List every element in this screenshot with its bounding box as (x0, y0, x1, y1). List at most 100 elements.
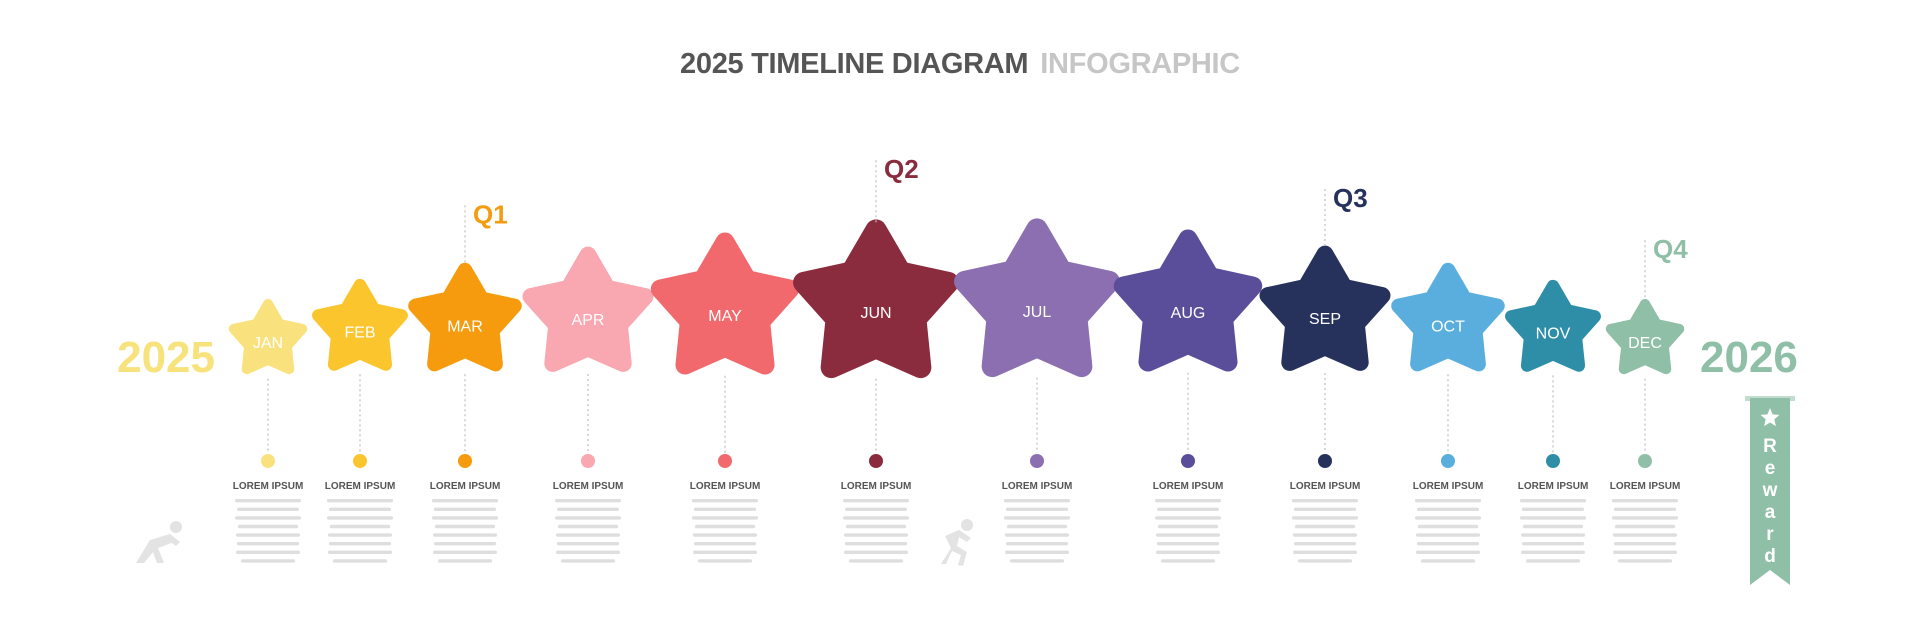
body-text-line (849, 559, 903, 563)
body-text-line (1416, 533, 1480, 537)
body-text-line (1298, 559, 1352, 563)
body-text-line (1006, 507, 1068, 511)
body-text-line (694, 542, 756, 546)
month-label: FEB (344, 325, 375, 342)
body-text-line (1612, 499, 1678, 503)
body-text-line (241, 559, 295, 563)
item-title: LOREM IPSUM (1518, 481, 1589, 492)
body-text-line (1417, 507, 1479, 511)
star-icon (1760, 408, 1780, 427)
body-text-line (1613, 550, 1677, 554)
body-text-line (1005, 533, 1069, 537)
body-text-line (556, 550, 620, 554)
month-star (954, 218, 1120, 378)
body-text-line (845, 542, 907, 546)
body-text-line (1006, 542, 1068, 546)
item-title: LOREM IPSUM (1290, 481, 1361, 492)
item-title: LOREM IPSUM (841, 481, 912, 492)
month-star (1259, 245, 1391, 371)
month-label: JUN (860, 305, 891, 322)
month-label: JAN (253, 335, 283, 352)
reward-letter: w (1762, 480, 1778, 501)
quarter-label: Q1 (473, 199, 508, 229)
body-text-line (1004, 516, 1070, 520)
year-end: 2026 (1700, 333, 1798, 382)
body-text-line (561, 559, 615, 563)
body-text-line (1415, 499, 1481, 503)
month-label: MAY (708, 308, 742, 325)
running-person-icon (941, 519, 973, 566)
crouching-runner-icon (136, 521, 182, 563)
body-text-line (1294, 507, 1356, 511)
item-title: LOREM IPSUM (1413, 481, 1484, 492)
quarter-label: Q2 (884, 154, 919, 184)
body-text-line (1157, 507, 1219, 511)
body-text-line (694, 507, 756, 511)
body-text-line (1521, 533, 1585, 537)
year-start: 2025 (117, 333, 215, 382)
item-title: LOREM IPSUM (1002, 481, 1073, 492)
body-text-line (1421, 559, 1475, 563)
reward-letter: d (1764, 546, 1776, 567)
body-text-line (434, 507, 496, 511)
month-label: OCT (1431, 318, 1465, 335)
body-text-line (844, 533, 908, 537)
body-text-line (555, 516, 621, 520)
timeline-item: APR LOREM IPSUM (522, 246, 654, 563)
body-text-line (844, 550, 908, 554)
body-text-line (1416, 550, 1480, 554)
body-text-line (432, 516, 498, 520)
item-title: LOREM IPSUM (233, 481, 304, 492)
body-text-line (327, 516, 393, 520)
body-text-line (555, 499, 621, 503)
timeline-dot (1181, 454, 1195, 468)
month-label: DEC (1628, 335, 1662, 352)
body-text-line (330, 524, 390, 529)
reward-letter: R (1763, 436, 1777, 457)
body-text-line (845, 507, 907, 511)
body-text-line (1522, 507, 1584, 511)
body-text-line (1526, 559, 1580, 563)
body-text-line (1417, 542, 1479, 546)
body-text-line (692, 499, 758, 503)
timeline-dot (869, 454, 883, 468)
title-main: 2025 TIMELINE DIAGRAM (680, 48, 1029, 80)
body-text-line (235, 516, 301, 520)
body-text-line (1010, 559, 1064, 563)
body-text-line (1521, 550, 1585, 554)
month-label: NOV (1536, 326, 1571, 343)
body-text-line (693, 533, 757, 537)
body-text-line (333, 559, 387, 563)
body-text-line (329, 542, 391, 546)
timeline-dot (458, 454, 472, 468)
body-text-line (1004, 499, 1070, 503)
item-title: LOREM IPSUM (553, 481, 624, 492)
month-label: APR (572, 312, 605, 329)
body-text-line (1293, 550, 1357, 554)
timeline-item: JUN LOREM IPSUM (793, 219, 959, 563)
quarter-marker: Q1 (464, 199, 508, 264)
body-text-line (1293, 533, 1357, 537)
body-text-line (1613, 533, 1677, 537)
body-text-line (1155, 516, 1221, 520)
reward-letter: e (1765, 458, 1776, 479)
quarter-marker: Q4 (1644, 234, 1688, 299)
body-text-line (235, 499, 301, 503)
timeline-item: OCT LOREM IPSUM (1391, 262, 1505, 563)
timeline-dot (718, 454, 732, 468)
body-text-line (843, 499, 909, 503)
quarter-marker: Q3 (1324, 183, 1368, 247)
body-text-line (1614, 542, 1676, 546)
body-text-line (1618, 559, 1672, 563)
body-text-line (693, 550, 757, 554)
reward-letter: a (1765, 502, 1776, 523)
body-text-line (238, 524, 298, 529)
body-text-line (843, 516, 909, 520)
body-text-line (695, 524, 755, 529)
body-text-line (1156, 533, 1220, 537)
body-text-line (1292, 499, 1358, 503)
